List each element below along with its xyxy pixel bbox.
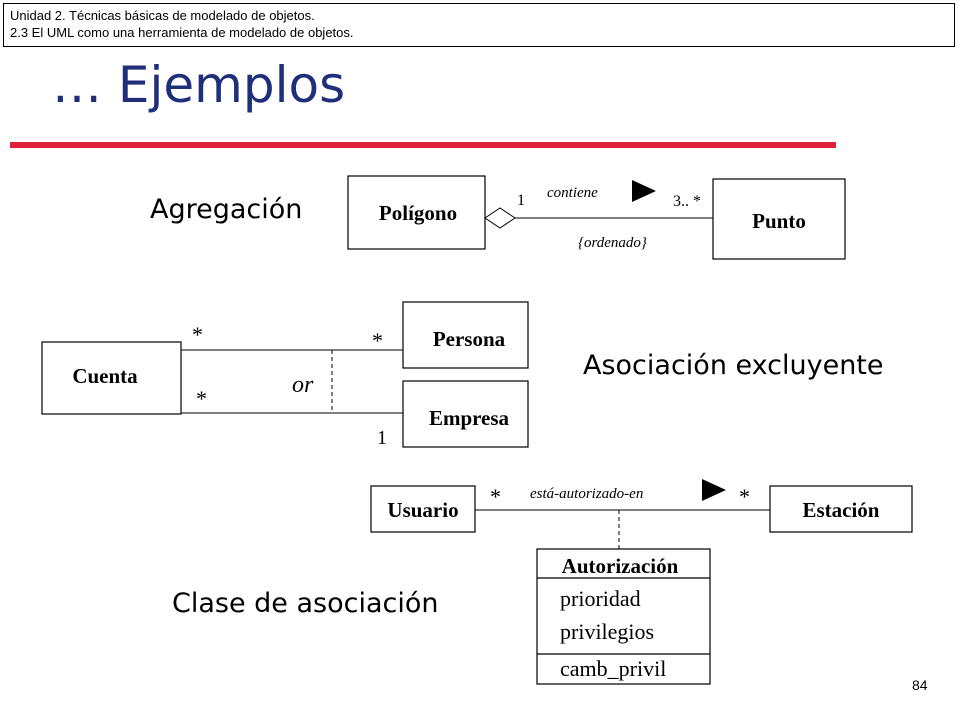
class-empresa xyxy=(402,380,529,448)
header-unit: Unidad 2. Técnicas básicas de modelado d… xyxy=(10,8,315,23)
direction-triangle-icon xyxy=(702,479,726,501)
class-empresa-name: Empresa xyxy=(429,406,510,430)
class-autorizacion xyxy=(536,548,711,685)
or-constraint-label: or xyxy=(292,372,314,398)
class-cuenta xyxy=(41,341,182,415)
page-number: 84 xyxy=(912,677,928,693)
operation-camb-privil: camb_privil xyxy=(560,656,666,681)
attribute-prioridad: prioridad xyxy=(560,586,641,611)
header-section: 2.3 El UML como una herramienta de model… xyxy=(10,25,354,40)
class-estacion xyxy=(769,485,913,533)
class-estacion-name: Estación xyxy=(802,498,879,522)
association-class-diagram: Usuario Estación * está-autorizado-en * … xyxy=(370,479,913,685)
class-usuario xyxy=(370,485,476,533)
aggregation-diagram: Polígono Punto 1 contiene 3.. * {ordenad… xyxy=(347,175,846,260)
mult-estacion: * xyxy=(739,484,750,509)
page-title: … Ejemplos xyxy=(52,56,346,114)
mult-usuario: * xyxy=(490,484,501,509)
aggregation-mult-part: 3.. * xyxy=(673,193,701,210)
attribute-privilegios: privilegios xyxy=(560,619,654,644)
class-punto-name: Punto xyxy=(752,209,806,233)
mult-cuenta-top: * xyxy=(192,322,203,347)
label-asociacion-excluyente: Asociación excluyente xyxy=(583,350,884,381)
aggregation-diamond xyxy=(484,207,516,229)
class-cuenta-name: Cuenta xyxy=(72,364,138,388)
label-clase-asociacion: Clase de asociación xyxy=(172,588,439,619)
class-persona xyxy=(402,301,529,369)
mult-empresa: 1 xyxy=(377,427,387,449)
mult-cuenta-bottom: * xyxy=(196,386,207,411)
header-box: Unidad 2. Técnicas básicas de modelado d… xyxy=(3,3,955,47)
exclusive-association-diagram: Cuenta Persona Empresa * * * 1 or xyxy=(41,301,529,449)
class-persona-name: Persona xyxy=(433,327,506,351)
class-autorizacion-name: Autorización xyxy=(562,554,679,578)
association-name: está-autorizado-en xyxy=(530,486,643,502)
direction-triangle-icon xyxy=(632,180,656,202)
mult-persona: * xyxy=(372,328,383,353)
label-agregacion: Agregación xyxy=(150,194,303,225)
title-underline xyxy=(10,142,836,148)
aggregation-constraint: {ordenado} xyxy=(578,235,647,251)
class-poligono-name: Polígono xyxy=(379,201,457,225)
class-usuario-name: Usuario xyxy=(387,498,458,522)
aggregation-name: contiene xyxy=(547,185,598,201)
class-punto xyxy=(712,178,846,260)
aggregation-mult-whole: 1 xyxy=(517,192,525,209)
class-poligono xyxy=(347,175,486,250)
